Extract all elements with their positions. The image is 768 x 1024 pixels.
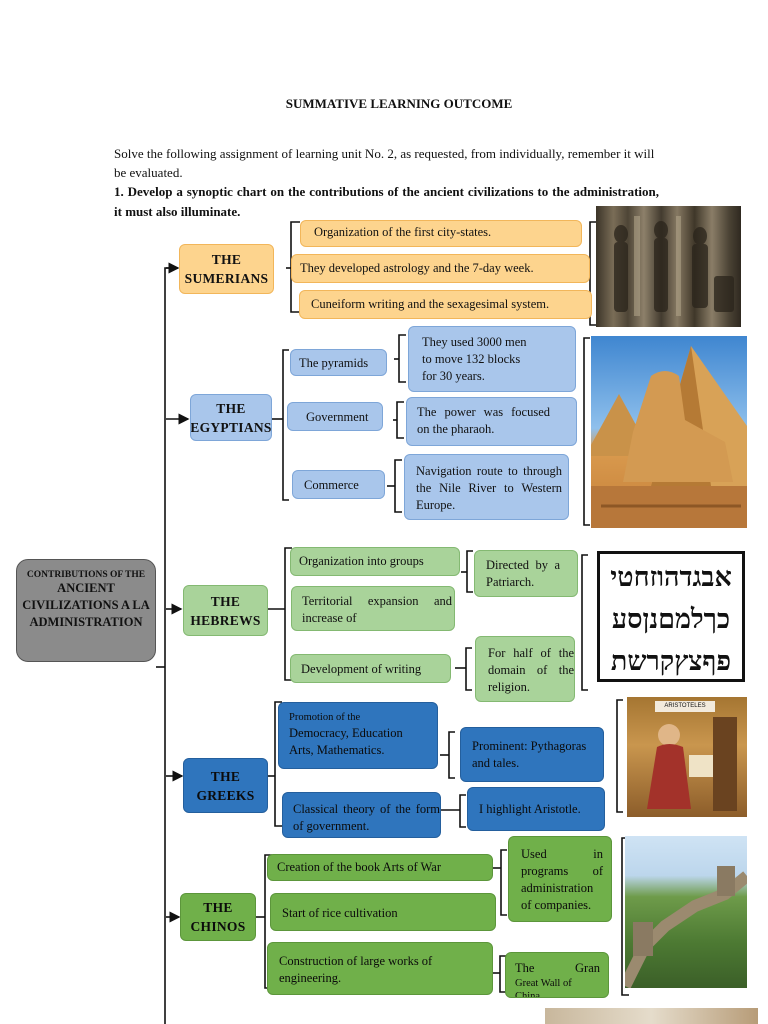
sumerian-figures-illustration (614, 216, 734, 316)
egyptians-item-commerce: Commerce (292, 470, 385, 499)
bottom-partial-image (545, 1008, 758, 1024)
aristotle-caption: ARISTOTELES (655, 701, 715, 712)
great-wall-illustration (625, 866, 747, 988)
assignment-intro: Solve the following assignment of learni… (114, 146, 655, 180)
hebrews-item-writing: Development of writing (290, 654, 451, 683)
hebrews-detail-patriarch: Directed by a Patriarch. (474, 550, 578, 597)
egyptians-detail-government: The power was focused on the pharaoh. (406, 397, 577, 446)
sumerians-item-1: Organization of the first city-states. (300, 220, 582, 247)
civ-chinos: THE CHINOS (180, 893, 256, 941)
chinos-detail-administration: Used in programs of administration of co… (508, 836, 612, 922)
chinos-detail-great-wall-main: The Gran (515, 961, 600, 975)
hebrews-item-groups: Organization into groups (290, 547, 460, 576)
egyptians-item-government: Government (287, 402, 383, 431)
civ-sumerians: THE SUMERIANS (179, 244, 274, 294)
greeks-item-democracy: Promotion of the Democracy, Education Ar… (278, 702, 438, 769)
assignment-task: 1. Develop a synoptic chart on the contr… (114, 184, 659, 219)
aristotle-illustration (647, 717, 737, 811)
greeks-item-democracy-small: Promotion of the (289, 712, 361, 723)
central-topic-main: ANCIENT CIVILIZATIONS A LA ADMINISTRATIO… (22, 581, 150, 629)
hebrew-line-3: פףצץקרשת (610, 646, 732, 676)
egyptians-item-pyramids: The pyramids (290, 349, 387, 376)
chinos-item-art-of-war: Creation of the book Arts of War (267, 854, 493, 881)
hebrew-line-1: אבגדהוזחטי (610, 562, 732, 592)
sumerians-item-2: They developed astrology and the 7-day w… (291, 254, 590, 283)
greeks-item-government-theory: Classical theory of the form of governme… (282, 792, 441, 838)
page-title: SUMMATIVE LEARNING OUTCOME (285, 96, 513, 111)
chinos-item-engineering: Construction of large works of engineeri… (267, 942, 493, 995)
chinos-detail-great-wall-small: Great Wall of China. (515, 978, 572, 998)
greeks-item-democracy-main: Democracy, Education Arts, Mathematics. (289, 726, 403, 757)
civ-hebrews: THE HEBREWS (183, 585, 268, 636)
chinos-item-rice: Start of rice cultivation (270, 893, 496, 931)
pyramids-sphinx-image (591, 336, 747, 528)
civ-greeks: THE GREEKS (183, 758, 268, 813)
hebrews-item-territorial: Territorial expansion and increase of (291, 586, 455, 631)
central-topic-small: CONTRIBUTIONS OF THE (26, 570, 146, 580)
great-wall-image (625, 836, 747, 988)
aristotle-painting-image: ARISTOTELES (627, 697, 747, 817)
sumerian-seal-image (596, 206, 741, 327)
egyptians-detail-pyramids: They used 3000 men to move 132 blocks fo… (408, 326, 576, 392)
hebrews-detail-religion: For half of the domain of the religion. (475, 636, 575, 702)
greeks-detail-aristotle: I highlight Aristotle. (467, 787, 605, 831)
central-topic-box: CONTRIBUTIONS OF THE ANCIENT CIVILIZATIO… (16, 559, 156, 662)
hebrew-line-2: כךלמםנןסע (611, 604, 731, 634)
sumerians-item-3: Cuneiform writing and the sexagesimal sy… (299, 290, 592, 319)
pyramids-illustration (591, 346, 747, 528)
civ-egyptians: THE EGYPTIANS (190, 394, 272, 441)
chinos-detail-great-wall: The Gran Great Wall of China. (505, 952, 609, 998)
hebrew-alphabet-image: אבגדהוזחטי כךלמםנןסע פףצץקרשת (597, 551, 745, 682)
egyptians-detail-commerce: Navigation route to through the Nile Riv… (404, 454, 569, 520)
greeks-detail-pythagoras: Prominent: Pythagoras and tales. (460, 727, 604, 782)
